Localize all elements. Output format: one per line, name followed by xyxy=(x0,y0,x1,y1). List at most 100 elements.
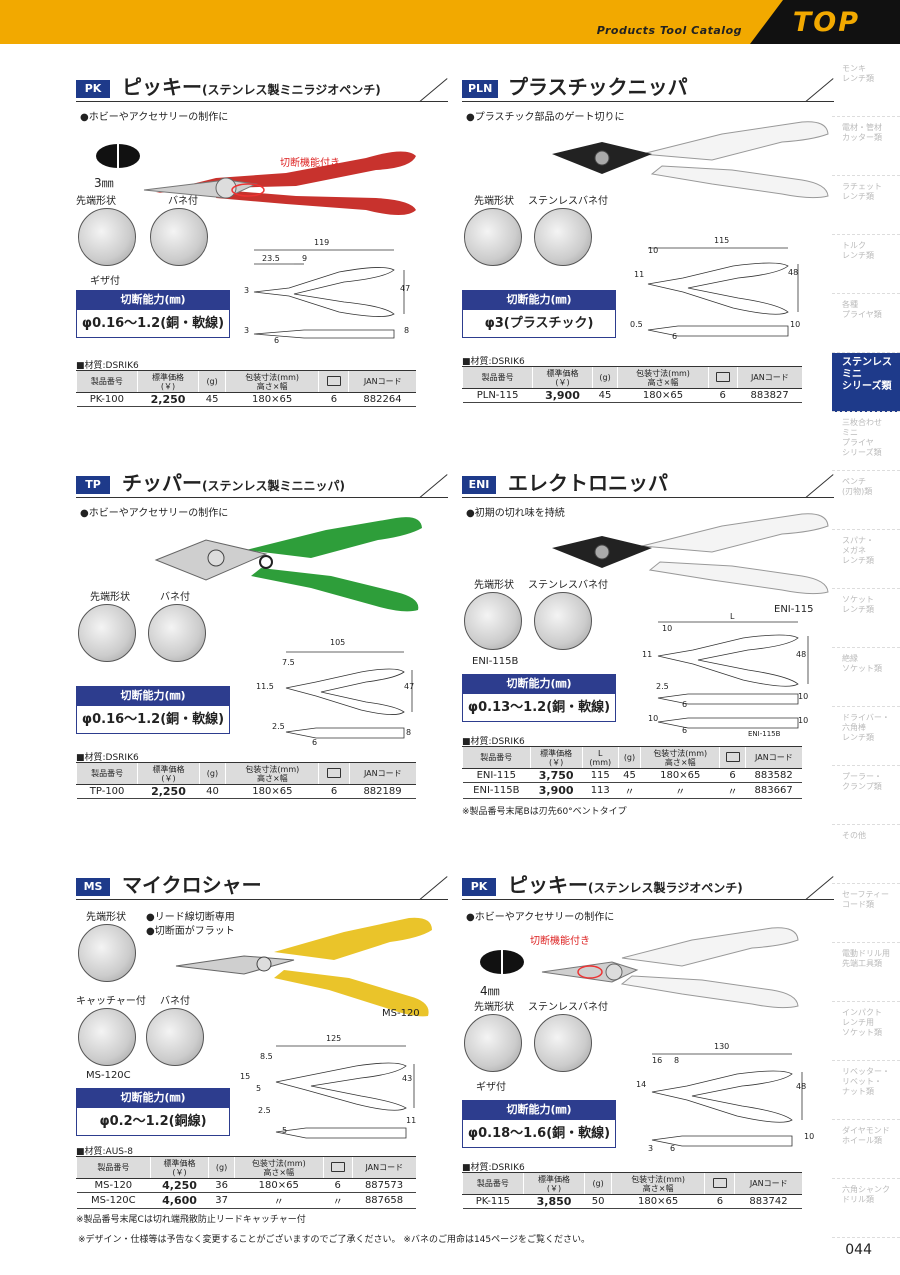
dim-tip: 10 xyxy=(648,246,659,255)
pliers-illustration xyxy=(480,927,799,1009)
column-header: 包装寸法(mm) 高さ×幅 xyxy=(617,366,709,389)
table-cell: 50 xyxy=(584,1194,612,1209)
category-index-item[interactable]: インパクト レンチ用 ソケット類 xyxy=(832,1002,900,1061)
column-header: 包装寸法(mm) 高さ×幅 xyxy=(233,1156,324,1179)
table-cell: 〃 xyxy=(234,1192,324,1209)
capacity-value: φ0.18～1.6(銅・軟線) xyxy=(462,1120,616,1148)
table-cell: 6 xyxy=(323,1178,353,1193)
label-tip-shape: 先端形状 xyxy=(474,196,514,207)
spring-detail-photo xyxy=(534,592,592,650)
product-title-row: TP チッパー(ステンレス製ミニニッパ) xyxy=(76,470,448,498)
category-index-item[interactable]: ソケット レンチ類 xyxy=(832,589,900,648)
category-index-item[interactable]: モンキ レンチ類 xyxy=(832,58,900,117)
table-cell: 883827 xyxy=(737,388,802,403)
table-cell: 6 xyxy=(719,768,746,783)
category-index-item[interactable]: ステンレス ミニ シリーズ類 xyxy=(832,353,900,412)
dim-b-tip: 10 xyxy=(648,714,659,723)
product-ms120: MS マイクロシャー 先端形状 ●リード線切断専用 ●切断面がフラット キャッチ… xyxy=(76,872,448,1225)
dim-joint: 6 xyxy=(672,332,678,341)
category-index-item[interactable]: ペンチ (刃物)類 xyxy=(832,471,900,530)
lower-grip xyxy=(648,561,829,595)
upper-grip xyxy=(641,513,829,553)
spring-detail-photo xyxy=(534,1014,592,1072)
dim-joint: 8 xyxy=(674,1056,680,1065)
column-header: 標準価格 (￥) xyxy=(136,370,199,393)
dim-tip-height: 14 xyxy=(636,1080,647,1089)
footer-note: ※デザイン・仕様等は予告なく変更することがございますのでご了承ください。 ※バネ… xyxy=(78,1235,590,1245)
dim-tip-height: 11.5 xyxy=(256,682,274,691)
category-index-item[interactable]: スパナ・ メガネ レンチ類 xyxy=(832,530,900,589)
lower-grip xyxy=(251,568,419,612)
category-index-item[interactable]: ドライバー・ 六角棒 レンチ類 xyxy=(832,707,900,766)
dim-tip-gap: 5 xyxy=(256,1084,262,1093)
tip-detail-photo xyxy=(464,592,522,650)
capacity-value: φ0.2～1.2(銅線) xyxy=(76,1108,230,1136)
column-header xyxy=(322,1156,353,1179)
spring-detail-photo xyxy=(150,208,208,266)
category-index-item[interactable]: リベッター・ リベット・ ナット類 xyxy=(832,1061,900,1120)
category-index-item[interactable]: トルク レンチ類 xyxy=(832,235,900,294)
label-spring: ステンレスバネ付 xyxy=(528,1002,608,1013)
dim-joint: 9 xyxy=(302,254,308,263)
weight-column-header: (g) xyxy=(591,366,618,389)
dim-thickness: 11 xyxy=(406,1116,417,1125)
category-index-item[interactable]: 電動ドリル用 先端工具類 xyxy=(832,943,900,1002)
dim-height: 43 xyxy=(402,1074,413,1083)
table-cell: 887658 xyxy=(352,1192,416,1209)
dim-thickness: 8 xyxy=(406,728,412,737)
footnote: ※製品番号末尾Cは切れ端飛散防止リードキャッチャー付 xyxy=(76,1215,306,1225)
column-header: JANコード xyxy=(734,1172,802,1195)
label-tip-shape: 先端形状 xyxy=(474,1002,514,1013)
column-header: JANコード xyxy=(348,762,416,785)
dim-joint: 6 xyxy=(312,738,318,747)
capacity-value: φ0.16～1.2(銅・軟線) xyxy=(76,706,230,734)
label-serrated: ギザ付 xyxy=(90,276,120,287)
category-index-item[interactable]: 各種 プライヤ類 xyxy=(832,294,900,353)
dim-tip-height: 11 xyxy=(642,650,653,659)
carton-icon xyxy=(326,375,341,386)
dim-thickness: 10 xyxy=(804,1132,815,1141)
callout-label: 切断機能付き xyxy=(280,158,340,169)
category-index-item[interactable]: ラチェット レンチ類 xyxy=(832,176,900,235)
tip-detail-photo xyxy=(78,604,136,662)
dim-height: 47 xyxy=(400,284,411,293)
weight-column-header: (g) xyxy=(208,1156,235,1179)
product-pln115: PLN プラスチックニッパ ●プラスチック部品のゲート切りに 先端形状 ステンレ… xyxy=(461,74,834,414)
category-index-item[interactable]: その他 xyxy=(832,825,900,884)
category-index-item[interactable]: 電材・管材 カッター類 xyxy=(832,117,900,176)
category-index-item[interactable]: 六角シャンク ドリル類 xyxy=(832,1179,900,1238)
category-index-item[interactable]: プーラー・ クランプ類 xyxy=(832,766,900,825)
dim-tip-length: 23.5 xyxy=(262,254,280,263)
lower-grip xyxy=(216,190,416,215)
category-index-item[interactable]: 三枚合わせ ミニ プライヤ シリーズ類 xyxy=(832,412,900,471)
category-index-item[interactable]: 絶縁 ソケット類 xyxy=(832,648,900,707)
upper-grip xyxy=(621,927,799,967)
dim-joint: 5 xyxy=(282,1126,288,1135)
label-model-b: MS-120C xyxy=(86,1070,131,1081)
dim-side-joint: 6 xyxy=(670,1144,676,1153)
tip-detail-photo xyxy=(464,208,522,266)
blade xyxy=(175,955,295,975)
tip-detail-photo xyxy=(78,924,136,982)
table-cell: PK-100 xyxy=(76,392,138,407)
product-tp100: TP チッパー(ステンレス製ミニニッパ) ●ホビーやアクセサリーの制作に 先端形… xyxy=(75,470,448,810)
upper-grip xyxy=(641,121,829,161)
column-header: 包装寸法(mm) 高さ×幅 xyxy=(225,762,319,785)
column-header: 製品番号 xyxy=(76,1156,151,1179)
page-number: 044 xyxy=(845,1242,872,1258)
column-header: JANコード xyxy=(351,1156,416,1179)
feature-bullet-2: ●切断面がフラット xyxy=(146,926,235,937)
column-header: 包装寸法(mm) 高さ×幅 xyxy=(610,1172,705,1195)
category-index-item[interactable]: セーフティー コード類 xyxy=(832,884,900,943)
column-header: 製品番号 xyxy=(462,1172,524,1195)
column-header: 標準価格 (￥) xyxy=(137,762,200,785)
lower-grip xyxy=(620,975,799,1009)
dim-thickness: 10 xyxy=(798,692,809,701)
category-index-item[interactable]: ダイヤモンド ホイール類 xyxy=(832,1120,900,1179)
